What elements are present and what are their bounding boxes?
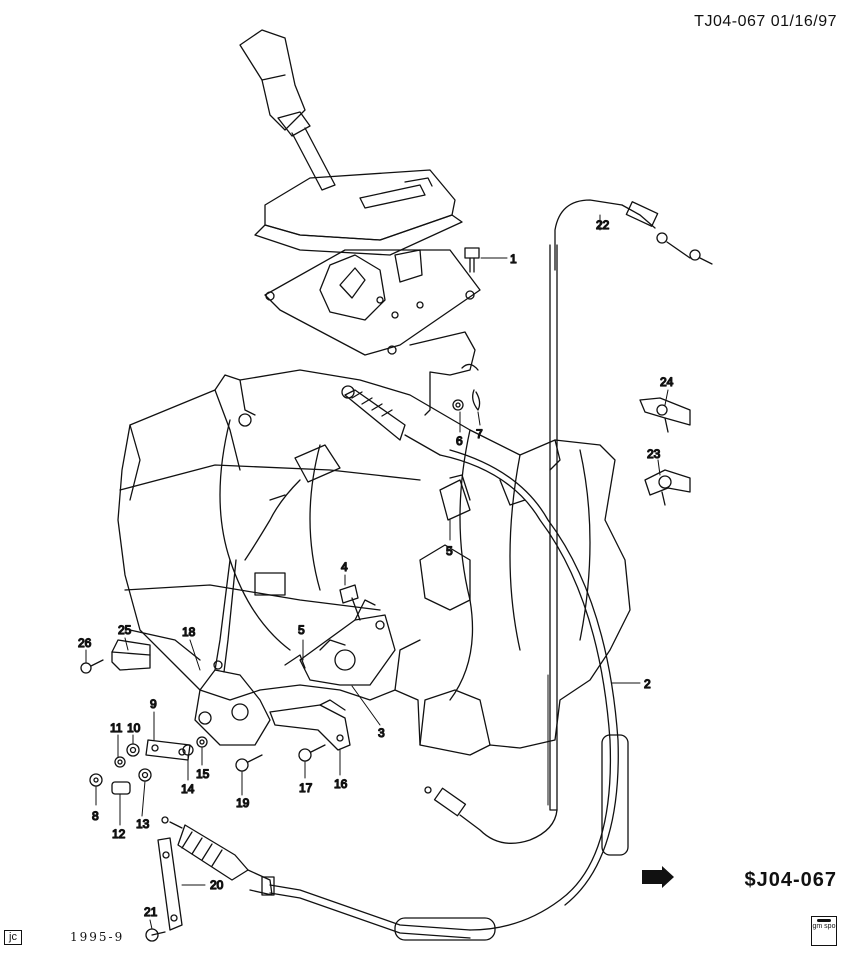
callout-15: 15 (196, 767, 210, 781)
clip-24 (639, 397, 691, 433)
cable-end-20 (161, 816, 275, 896)
callout-26: 26 (78, 636, 92, 650)
leader-lines (85, 214, 669, 930)
callout-24: 24 (660, 375, 674, 389)
washer-10 (126, 743, 140, 757)
callout-25: 25 (118, 623, 132, 637)
shift-lever (239, 29, 336, 191)
wire-connector (244, 444, 341, 561)
bracket-20 (157, 837, 183, 931)
bolt-19 (235, 754, 263, 772)
selector-switch-18 (194, 559, 271, 746)
callout-23: 23 (647, 447, 661, 461)
callout-14: 14 (181, 782, 195, 796)
bolt-1 (464, 247, 508, 273)
date-stamp: 1995-9 (70, 930, 125, 944)
pin-12 (111, 781, 131, 795)
diagram-reference: TJ04-067 01/16/97 (694, 13, 837, 30)
bracket-16 (269, 699, 351, 751)
clip-23 (644, 469, 691, 506)
callout-9: 9 (150, 697, 157, 711)
gm-spo-logo-icon: gm spo (811, 916, 837, 946)
callout-2: 2 (644, 677, 651, 691)
callout-10: 10 (127, 721, 141, 735)
callout-11: 11 (110, 721, 123, 735)
callout-labels: 1 2 3 4 5 5 5 6 7 8 9 10 11 12 13 14 15 … (77, 217, 674, 919)
diagram-code: $J04-067 (744, 869, 837, 891)
callout-16: 16 (334, 777, 348, 791)
callout-5-middle: 5 (446, 544, 453, 558)
washer-11 (114, 756, 126, 768)
callout-8: 8 (92, 809, 99, 823)
callout-1: 1 (510, 252, 517, 266)
callout-17: 17 (299, 781, 313, 795)
shift-base-plate (264, 249, 481, 416)
cable-22 (424, 199, 713, 844)
bolt-4 (339, 584, 361, 621)
jc-mark: jc (4, 930, 22, 945)
clip-5-lower (284, 654, 306, 669)
transmission-housing (117, 369, 631, 756)
callout-19: 19 (236, 796, 250, 810)
callout-5-lower: 5 (298, 623, 305, 637)
callout-22: 22 (596, 218, 610, 232)
callout-20: 20 (210, 878, 224, 892)
shift-console-cover (254, 169, 463, 256)
callout-3: 3 (378, 726, 385, 740)
bracket-25 (111, 639, 151, 671)
bushing-13 (138, 768, 152, 782)
callout-6: 6 (456, 434, 463, 448)
nut-8 (89, 773, 103, 787)
washer-15 (196, 736, 208, 748)
clip-5-upper (439, 474, 471, 521)
bolt-26 (80, 659, 104, 674)
callout-7: 7 (476, 427, 483, 441)
bolt-21 (145, 928, 166, 942)
front-direction-arrow-icon (642, 866, 674, 888)
washer-6 (452, 399, 464, 411)
callout-12: 12 (112, 827, 126, 841)
shift-cable-2 (269, 385, 629, 941)
callout-4: 4 (341, 560, 348, 574)
bolt-17 (298, 744, 326, 762)
callout-21: 21 (144, 905, 158, 919)
pin-7 (472, 389, 481, 411)
callout-18: 18 (182, 625, 196, 639)
callout-13: 13 (136, 817, 150, 831)
cable-bracket-3 (299, 599, 396, 686)
